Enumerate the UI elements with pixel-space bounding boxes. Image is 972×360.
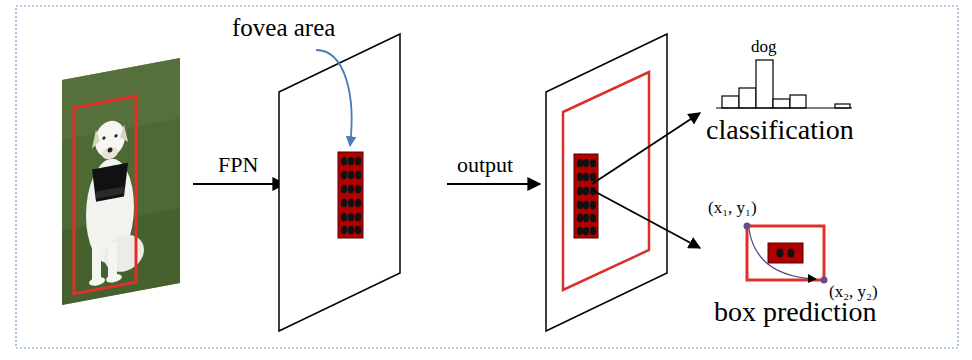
corner-point bbox=[821, 277, 828, 284]
dog-eye bbox=[114, 134, 117, 138]
arrow bbox=[592, 190, 700, 248]
bounding-box bbox=[74, 96, 136, 294]
dog-harness-strap bbox=[96, 186, 124, 198]
dog-head bbox=[95, 118, 125, 160]
histogram-axis bbox=[716, 107, 852, 108]
arrow bbox=[193, 183, 285, 185]
fovea-rect bbox=[574, 154, 598, 238]
arrow bbox=[592, 113, 700, 184]
fovea-dots bbox=[341, 157, 361, 235]
feature-map bbox=[546, 34, 667, 331]
grass bbox=[62, 58, 180, 305]
fovea-dot bbox=[777, 249, 784, 258]
dog-leg bbox=[108, 242, 117, 280]
dog-harness bbox=[92, 163, 128, 203]
leader-line bbox=[316, 50, 352, 146]
dog-muzzle bbox=[102, 146, 118, 161]
arrow bbox=[447, 183, 540, 185]
fovea-dot bbox=[788, 249, 795, 258]
dog-photo bbox=[62, 58, 180, 305]
regression-arrow bbox=[749, 229, 816, 279]
dog-nose bbox=[108, 147, 113, 153]
label: output bbox=[457, 152, 513, 177]
label: fovea area bbox=[232, 14, 335, 43]
fovea-rect bbox=[338, 152, 363, 238]
dog-paw bbox=[89, 276, 105, 287]
dog-ear bbox=[120, 124, 128, 143]
fovea-area bbox=[338, 152, 363, 238]
histogram bbox=[722, 60, 850, 108]
fovea-dots bbox=[577, 159, 596, 235]
label: (x₁, y₁) bbox=[708, 198, 757, 218]
dog-eye bbox=[102, 136, 105, 140]
label: FPN bbox=[218, 152, 258, 177]
predicted-box bbox=[747, 226, 824, 280]
label: classification bbox=[706, 114, 854, 146]
dog-ear bbox=[92, 129, 100, 148]
fovea-rect bbox=[768, 243, 803, 263]
dog-paw bbox=[106, 273, 122, 284]
frame-border bbox=[16, 6, 958, 348]
label: box prediction bbox=[714, 296, 877, 328]
feature-map bbox=[279, 34, 400, 331]
bounding-box bbox=[563, 72, 649, 290]
dog-leg bbox=[92, 243, 101, 283]
corner-point bbox=[744, 223, 751, 230]
label: dog bbox=[751, 37, 777, 57]
fovea-area bbox=[574, 154, 598, 238]
